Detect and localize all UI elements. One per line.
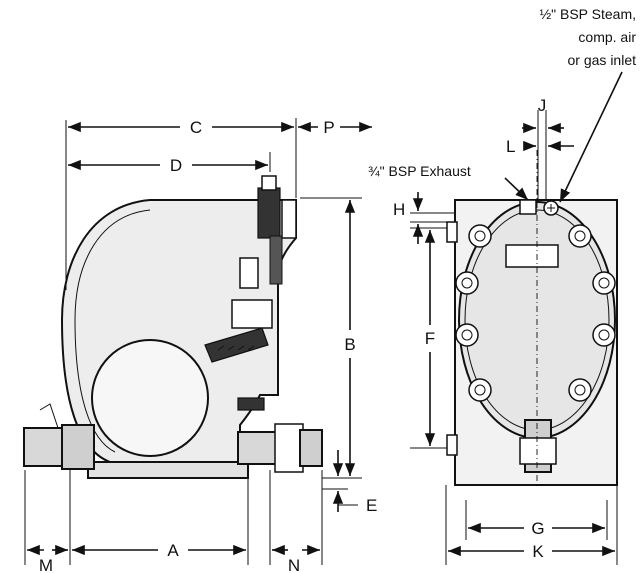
nameplate — [505, 244, 559, 268]
base-plate — [87, 461, 249, 479]
dim-label-j: J — [538, 96, 547, 115]
dim-label-c: C — [190, 118, 202, 137]
float-ball — [91, 339, 209, 457]
exhaust-port — [519, 199, 537, 215]
dim-label-l: L — [506, 137, 515, 156]
extension-lines — [24, 110, 618, 565]
dim-label-a: A — [167, 541, 179, 560]
valve-assembly — [257, 187, 281, 239]
dim-label-h: H — [393, 200, 405, 219]
exhaust-note: ¾" BSP Exhaust — [368, 163, 471, 179]
dim-label-b: B — [344, 335, 355, 354]
inlet-note-line-1: ½" BSP Steam, — [539, 6, 636, 22]
inlet-note-line-2: comp. air — [578, 29, 636, 45]
dim-label-f: F — [425, 329, 435, 348]
dim-label-n: N — [288, 556, 300, 573]
dimension-labels: C P D B E A M N J L H F G K — [39, 96, 546, 573]
connection-notes: ½" BSP Steam, comp. air or gas inlet ¾" … — [368, 6, 636, 179]
dim-label-p: P — [323, 118, 334, 137]
dim-label-g: G — [531, 519, 544, 538]
lever-mechanism — [204, 327, 269, 363]
inlet-note-line-3: or gas inlet — [568, 52, 637, 68]
dim-label-k: K — [532, 542, 544, 561]
dim-label-d: D — [170, 156, 182, 175]
dimension-arrows — [26, 71, 623, 557]
dim-label-m: M — [39, 556, 53, 573]
side-view — [23, 175, 323, 479]
front-view — [446, 150, 618, 486]
dim-label-e: E — [366, 496, 377, 515]
cover-bolts — [455, 224, 616, 402]
